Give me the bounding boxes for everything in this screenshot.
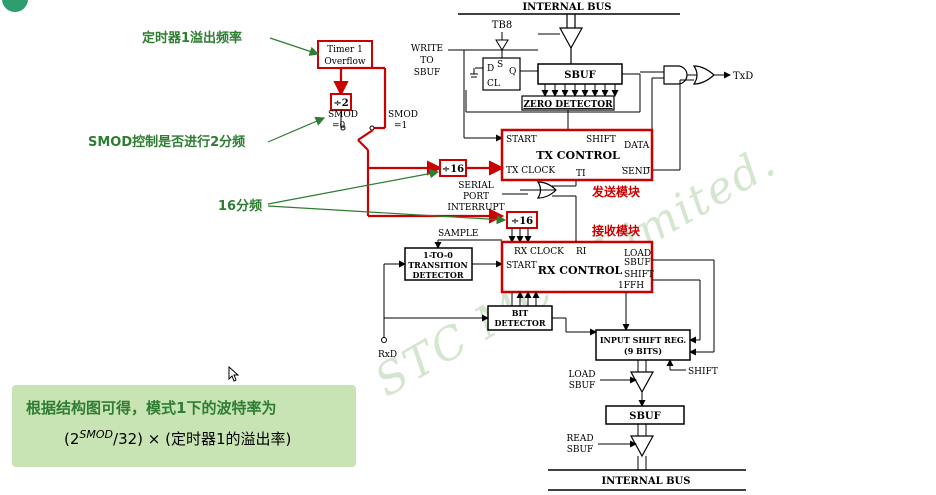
tx-shift-pin: SHIFT xyxy=(586,135,616,145)
smod0-label-line1: SMOD xyxy=(328,110,358,120)
rx-load-pin-line1: LOAD xyxy=(624,249,651,259)
zero-detector-label: ZERO DETECTOR xyxy=(523,100,613,110)
tx-control-block xyxy=(500,128,654,182)
baud-rate-formula: (2SMOD/32) × (定时器1的溢出率) xyxy=(26,428,342,449)
div16-rx-label: ÷16 xyxy=(511,216,533,227)
svg-text:WRITE: WRITE xyxy=(411,44,443,54)
tx-control-label: TX CONTROL xyxy=(536,149,620,162)
formula-note: 根据结构图可得，模式1下的波特率为 (2SMOD/32) × (定时器1的溢出率… xyxy=(12,385,356,467)
rx-load-pin-line2: SBUF xyxy=(624,258,651,268)
tx-send-pin: SEND xyxy=(622,167,650,177)
svg-text:SBUF: SBUF xyxy=(567,445,594,455)
rx-clock-pin: RX CLOCK xyxy=(514,247,564,257)
bit-detector-line2: DETECTOR xyxy=(494,318,545,328)
svg-text:TO: TO xyxy=(420,56,433,66)
rx-start-pin: START xyxy=(506,261,537,271)
rx-control-label: RX CONTROL xyxy=(538,264,623,277)
annotation-timer-overflow: 定时器1溢出频率 xyxy=(141,30,242,46)
write-to-sbuf-label: WRITE TO SBUF xyxy=(411,44,443,78)
internal-bus-top: INTERNAL BUS xyxy=(458,2,680,64)
internal-bus-top-label: INTERNAL BUS xyxy=(523,2,612,13)
transition-detector-line3: DETECTOR xyxy=(412,270,463,280)
sbuf-to-zero-detector-arrows xyxy=(541,84,619,97)
div2-label: ÷2 xyxy=(333,98,348,109)
input-shift-reg-line1: INPUT SHIFT REG. xyxy=(600,335,687,345)
rx-load-buffer-triangle xyxy=(629,371,655,394)
rx-module-annotation: 接收模块 xyxy=(592,223,641,238)
read-sbuf-label: READ SBUF xyxy=(566,434,593,455)
formula-prefix: (2 xyxy=(64,430,80,448)
serial-port-interrupt-label: SERIAL PORT INTERRUPT xyxy=(447,181,504,213)
input-shift-register xyxy=(595,329,691,361)
ff-s-pin: S xyxy=(497,60,503,70)
smod0-label-line2: =0 xyxy=(332,121,346,131)
slide-corner-badge xyxy=(2,0,28,12)
svg-text:SERIAL: SERIAL xyxy=(458,181,494,191)
svg-text:LOAD: LOAD xyxy=(568,370,595,380)
smod-switch xyxy=(357,129,374,141)
timer1-overflow-line1: Timer 1 xyxy=(327,45,363,55)
smod1-label-line1: SMOD xyxy=(388,110,418,120)
svg-text:READ: READ xyxy=(566,434,593,444)
transition-detector-block xyxy=(404,247,473,281)
svg-text:INTERRUPT: INTERRUPT xyxy=(447,203,504,213)
rxd-label: RxD xyxy=(378,350,397,360)
transition-detector-line1: 1-TO-0 xyxy=(423,250,453,260)
internal-bus-bottom-label: INTERNAL BUS xyxy=(602,476,691,487)
tx-start-pin: START xyxy=(506,135,537,145)
annotation-smod-control: SMOD控制是否进行2分频 xyxy=(88,134,245,150)
tb8-gate xyxy=(495,39,509,51)
rx-control-block xyxy=(500,240,654,294)
tb8-label: TB8 xyxy=(492,20,512,31)
ff-cl-pin: CL xyxy=(487,79,500,89)
tx-module-annotation: 发送模块 xyxy=(591,184,641,199)
rx-read-buffer-triangle xyxy=(629,435,655,458)
svg-text:SBUF: SBUF xyxy=(414,68,441,78)
bit-detector-line1: BIT xyxy=(512,308,529,318)
sample-label: SAMPLE xyxy=(438,229,478,239)
div16-rx-box xyxy=(506,211,538,229)
txd-label: TxD xyxy=(733,71,753,82)
sbuf-tx-label: SBUF xyxy=(564,70,596,81)
tx-clock-pin: TX CLOCK xyxy=(506,166,555,176)
sbuf-rx-register xyxy=(605,405,685,425)
rx-shift-pin: SHIFT xyxy=(624,270,654,280)
rx-1ffh-pin: 1FFH xyxy=(618,281,644,291)
load-sbuf-label: LOAD SBUF xyxy=(568,370,595,391)
input-shift-reg-line2: (9 BITS) xyxy=(624,346,662,356)
transition-detector-line2: TRANSITION xyxy=(408,260,468,270)
tx-buffer-triangle xyxy=(558,27,584,50)
tx-ti-pin: TI xyxy=(576,169,586,179)
internal-bus-bottom: INTERNAL BUS xyxy=(548,469,746,491)
shift-label: SHIFT xyxy=(688,367,718,377)
timer1-overflow-line2: Overflow xyxy=(324,57,366,67)
sbuf-rx-label: SBUF xyxy=(629,411,661,422)
formula-suffix: /32) × (定时器1的溢出率) xyxy=(113,430,292,448)
svg-text:SBUF: SBUF xyxy=(569,381,596,391)
svg-text:PORT: PORT xyxy=(463,192,489,202)
formula-exponent: SMOD xyxy=(79,428,114,441)
tx-data-pin: DATA xyxy=(624,141,650,151)
ff-d-pin: D xyxy=(487,64,494,74)
and-gate-txd xyxy=(663,65,688,85)
ff-q-pin: Q xyxy=(509,67,516,77)
smod1-label-line2: =1 xyxy=(394,121,407,131)
sbuf-flip-flop xyxy=(482,57,521,91)
note-title: 根据结构图可得，模式1下的波特率为 xyxy=(26,399,277,417)
rx-ri-pin: RI xyxy=(576,247,587,257)
annotation-div16: 16分频 xyxy=(218,198,262,214)
mouse-cursor-icon xyxy=(228,366,240,382)
div16-tx-label: ÷16 xyxy=(442,164,464,175)
